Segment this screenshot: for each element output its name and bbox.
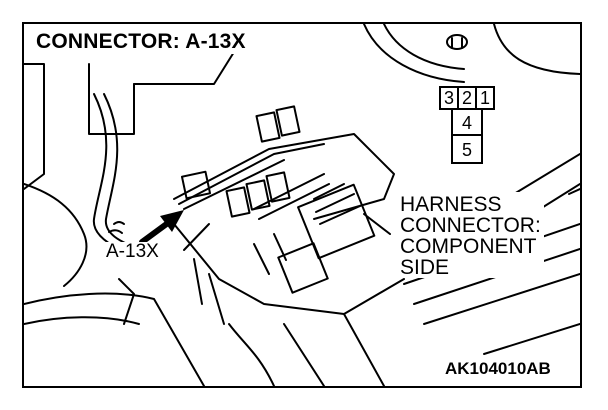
- pin-1: 1: [475, 86, 495, 110]
- engine-bay-illustration: [24, 24, 580, 386]
- harness-label-line: COMPONENT: [400, 235, 537, 258]
- pin-4: 4: [451, 108, 483, 136]
- pin-2: 2: [457, 86, 477, 110]
- connector-arrow-icon: [139, 210, 184, 245]
- diagram-title: CONNECTOR: A-13X: [32, 30, 250, 54]
- pin-3: 3: [439, 86, 459, 110]
- figure-code: AK104010AB: [442, 359, 554, 379]
- harness-label-line: CONNECTOR:: [400, 214, 541, 237]
- harness-connector-label: HARNESS CONNECTOR: COMPONENT SIDE: [397, 192, 544, 278]
- harness-label-line: HARNESS: [400, 193, 502, 216]
- pin-5: 5: [451, 134, 483, 164]
- diagram-frame: CONNECTOR: A-13X 3 2 1 4 5 A-13X HARNESS…: [22, 22, 582, 388]
- connector-callout: A-13X: [104, 241, 161, 262]
- harness-label-line: SIDE: [400, 256, 450, 279]
